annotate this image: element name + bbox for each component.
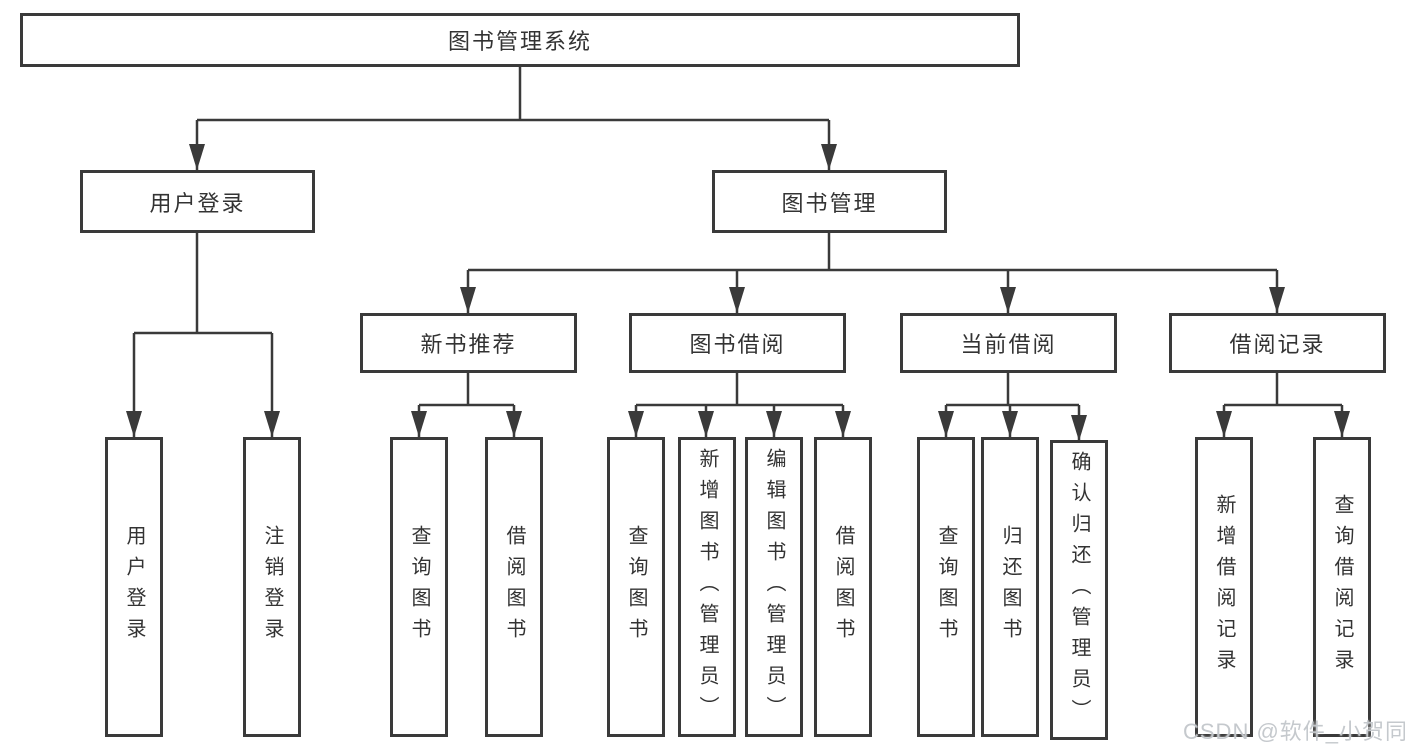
leaf-user-login: 用户登录 [105,437,163,737]
node-book-borrowing: 图书借阅 [629,313,846,373]
node-borrowing-records: 借阅记录 [1169,313,1386,373]
leaf-borrow-books-borrowing: 借阅图书 [814,437,872,737]
node-book-management-module: 图书管理 [712,170,947,233]
leaf-add-books-admin: 新增图书（管理员） [678,437,736,737]
leaf-query-borrow-record: 查询借阅记录 [1313,437,1371,737]
node-user-login-module: 用户登录 [80,170,315,233]
leaf-logout: 注销登录 [243,437,301,737]
leaf-add-borrow-record: 新增借阅记录 [1195,437,1253,737]
leaf-return-books: 归还图书 [981,437,1039,737]
node-new-book-recommendation: 新书推荐 [360,313,577,373]
leaf-query-books-borrowing: 查询图书 [607,437,665,737]
leaf-edit-books-admin: 编辑图书（管理员） [745,437,803,737]
leaf-confirm-return-admin: 确认归还（管理员） [1050,440,1108,740]
leaf-query-books-recommend: 查询图书 [390,437,448,737]
node-root-library-system: 图书管理系统 [20,13,1020,67]
leaf-query-books-current: 查询图书 [917,437,975,737]
node-current-borrowing: 当前借阅 [900,313,1117,373]
leaf-borrow-books-recommend: 借阅图书 [485,437,543,737]
csdn-watermark: CSDN @软件_小贺同学 [1183,719,1405,744]
